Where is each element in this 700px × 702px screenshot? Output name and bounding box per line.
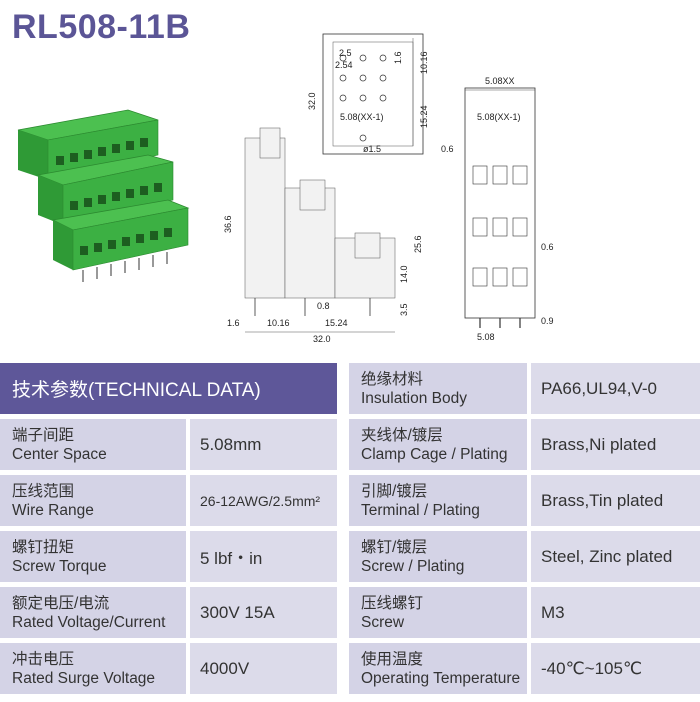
label-cn: 冲击电压: [12, 650, 75, 668]
dim-15-24-side: 15.24: [325, 318, 348, 328]
value-center-space: 5.08mm: [190, 419, 337, 470]
value-terminal-plating: Brass,Tin plated: [531, 475, 700, 526]
label-cn: 压线范围: [12, 482, 75, 500]
dim-5-08: 5.08: [477, 332, 495, 342]
label-cn: 端子间距: [12, 426, 75, 444]
label-en: Clamp Cage / Plating: [361, 445, 508, 463]
dim-1-6-side: 1.6: [227, 318, 240, 328]
dim-hole: ø1.5: [363, 144, 381, 154]
label-en: Screw: [361, 613, 405, 631]
label-screw-torque: 螺钉扭矩 Screw Torque: [0, 531, 186, 582]
value-screw-plating: Steel, Zinc plated: [531, 531, 700, 582]
label-clamp-cage-plating: 夹线体/镀层 Clamp Cage / Plating: [349, 419, 527, 470]
dim-pitch-front: 5.08(XX-1): [477, 112, 521, 122]
value-screw-torque: 5 lbf・in: [190, 531, 337, 582]
dim-2-54: 2.54: [335, 60, 353, 70]
label-operating-temperature: 使用温度 Operating Temperature: [349, 643, 527, 694]
value-operating-temperature: -40℃~105℃: [531, 643, 700, 694]
dim-36-6: 36.6: [223, 215, 233, 233]
dim-pitch-top: 5.08(XX-1): [340, 112, 384, 122]
label-cn: 螺钉扭矩: [12, 538, 75, 556]
label-en: Terminal / Plating: [361, 501, 480, 519]
label-wire-range: 压线范围 Wire Range: [0, 475, 186, 526]
label-cn: 使用温度: [361, 650, 424, 668]
label-cn: 夹线体/镀层: [361, 426, 443, 444]
technical-drawing: 2.5 2.54 32.0 1.6 10.16 15.24 5.08(XX-1)…: [223, 33, 554, 344]
label-en: Rated Surge Voltage: [12, 669, 156, 687]
dim-15-24-top: 15.24: [419, 105, 429, 128]
label-en: Insulation Body: [361, 389, 467, 407]
side-view: 36.6 25.6 14.0 3.5 1.6 10.16 15.24 0.8 3…: [223, 127, 423, 344]
dim-0-6-a: 0.6: [441, 144, 454, 154]
label-en: Wire Range: [12, 501, 94, 519]
dim-0-8: 0.8: [317, 301, 330, 311]
dim-0-6-b: 0.6: [541, 242, 554, 252]
table-header: 技术参数(TECHNICAL DATA): [0, 363, 337, 414]
label-cn: 螺钉/镀层: [361, 538, 428, 556]
label-cn: 压线螺钉: [361, 594, 424, 612]
label-insulation-body: 绝缘材料 Insulation Body: [349, 363, 527, 414]
dim-10-16-side: 10.16: [267, 318, 290, 328]
label-screw-plating: 螺钉/镀层 Screw / Plating: [349, 531, 527, 582]
label-center-space: 端子间距 Center Space: [0, 419, 186, 470]
dim-14: 14.0: [399, 265, 409, 283]
dim-32-top: 32.0: [307, 92, 317, 110]
label-en: Center Space: [12, 445, 107, 463]
dim-25-6: 25.6: [413, 235, 423, 253]
label-cn: 引脚/镀层: [361, 482, 428, 500]
dim-1-6-top: 1.6: [393, 51, 403, 64]
label-terminal-plating: 引脚/镀层 Terminal / Plating: [349, 475, 527, 526]
footprint-view: 2.5 2.54 32.0 1.6 10.16 15.24 5.08(XX-1)…: [307, 33, 429, 155]
value-clamp-cage-plating: Brass,Ni plated: [531, 419, 700, 470]
front-view: 5.08XX 5.08(XX-1) 0.6 0.6 0.9 5.08: [441, 76, 554, 342]
label-en: Screw / Plating: [361, 557, 465, 575]
terminal-block-image: [17, 109, 190, 282]
value-rated-surge-voltage: 4000V: [190, 643, 337, 694]
label-cn: 额定电压/电流: [12, 594, 110, 612]
dim-5-08xx: 5.08XX: [485, 76, 515, 86]
dim-0-9: 0.9: [541, 316, 554, 326]
label-rated-voltage-current: 额定电压/电流 Rated Voltage/Current: [0, 587, 186, 638]
value-wire-range: 26-12AWG/2.5mm²: [190, 475, 337, 526]
value-rated-voltage-current: 300V 15A: [190, 587, 337, 638]
label-cn: 绝缘材料: [361, 370, 424, 388]
value-screw: M3: [531, 587, 700, 638]
value-insulation-body: PA66,UL94,V-0: [531, 363, 700, 414]
label-en: Operating Temperature: [361, 669, 521, 687]
dim-3-5: 3.5: [399, 303, 409, 316]
product-title: RL508-11B: [12, 8, 191, 46]
dim-2-5: 2.5: [339, 48, 352, 58]
dim-32-side: 32.0: [313, 334, 331, 344]
label-screw: 压线螺钉 Screw: [349, 587, 527, 638]
label-rated-surge-voltage: 冲击电压 Rated Surge Voltage: [0, 643, 186, 694]
label-en: Rated Voltage/Current: [12, 613, 166, 631]
dim-10-16-top: 10.16: [419, 51, 429, 74]
label-en: Screw Torque: [12, 557, 107, 575]
